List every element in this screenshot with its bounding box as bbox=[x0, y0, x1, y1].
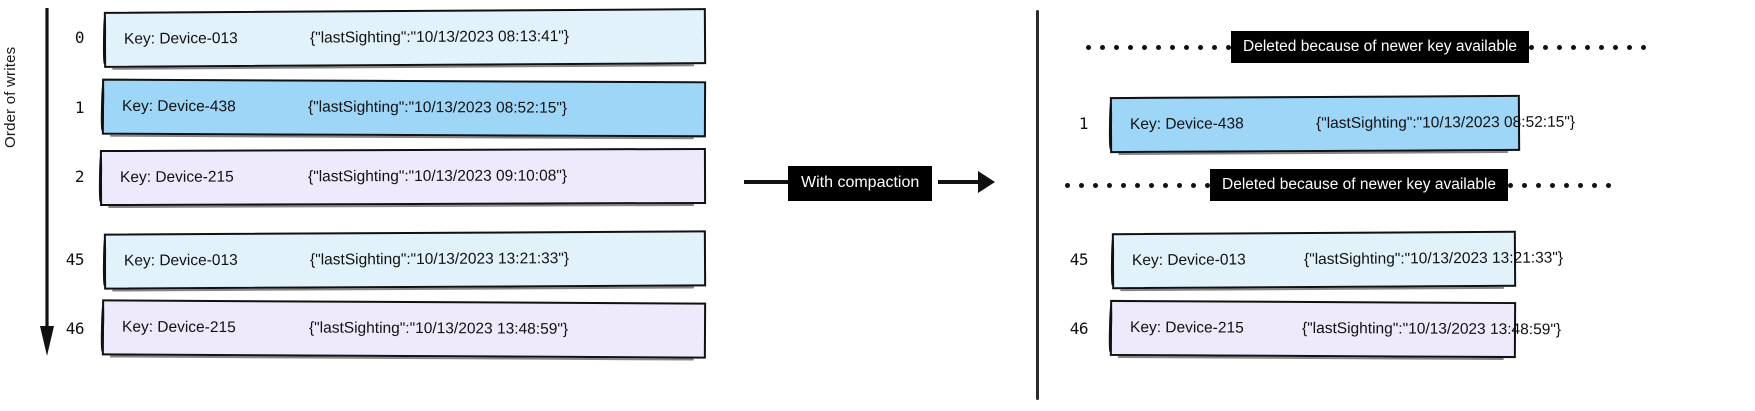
record-box[interactable]: Key: Device-438 {"lastSighting":"10/13/2… bbox=[1109, 94, 1575, 154]
deleted-banner: Deleted because of newer key available bbox=[1086, 30, 1647, 64]
record-key: Key: Device-013 bbox=[1131, 251, 1246, 270]
log-row: 46 Key: Device-215 {"lastSighting":"10/1… bbox=[0, 299, 1755, 359]
connector-line bbox=[744, 180, 796, 184]
record-key: Key: Device-013 bbox=[123, 30, 238, 48]
record-key: Key: Device-438 bbox=[1129, 115, 1244, 133]
log-row: 1 Key: Device-438 {"lastSighting":"10/13… bbox=[0, 94, 1755, 154]
row-index: 45 bbox=[65, 250, 85, 269]
row-index: 46 bbox=[1069, 319, 1089, 338]
log-row: 0 Key: Device-013 {"lastSighting":"10/13… bbox=[0, 8, 720, 68]
record-value: {"lastSighting":"10/13/2023 09:10:08"} bbox=[307, 167, 568, 186]
connector-line bbox=[938, 180, 984, 184]
dotted-line-left bbox=[1065, 170, 1210, 200]
row-index: 1 bbox=[1078, 114, 1089, 133]
down-arrow-icon bbox=[40, 8, 54, 356]
log-row: 45 Key: Device-013 {"lastSighting":"10/1… bbox=[0, 230, 720, 290]
deleted-label: Deleted because of newer key available bbox=[1210, 168, 1509, 202]
dotted-line-right bbox=[1529, 32, 1647, 62]
record-box[interactable]: Key: Device-013 {"lastSighting":"10/13/2… bbox=[1111, 230, 1563, 290]
record-value: {"lastSighting":"10/13/2023 08:52:15"} bbox=[1315, 113, 1576, 132]
log-row: 2 Key: Device-215 {"lastSighting":"10/13… bbox=[0, 147, 720, 207]
row-index: 2 bbox=[74, 167, 85, 186]
log-row: 1 Key: Device-438 {"lastSighting":"10/13… bbox=[0, 78, 720, 138]
row-index: 46 bbox=[65, 319, 85, 338]
record-value: {"lastSighting":"10/13/2023 13:48:59"} bbox=[1301, 319, 1562, 339]
record-key: Key: Device-215 bbox=[1129, 319, 1244, 337]
deleted-label: Deleted because of newer key available bbox=[1231, 30, 1530, 64]
panel-divider bbox=[1036, 10, 1039, 400]
dotted-line-right bbox=[1508, 170, 1612, 200]
record-box[interactable]: Key: Device-215 {"lastSighting":"10/13/2… bbox=[1109, 299, 1561, 359]
row-index: 1 bbox=[74, 98, 85, 117]
deleted-banner: Deleted because of newer key available bbox=[1065, 168, 1612, 202]
row-index: 45 bbox=[1069, 250, 1089, 269]
log-row: 46 Key: Device-215 {"lastSighting":"10/1… bbox=[0, 299, 720, 359]
log-row: 45 Key: Device-013 {"lastSighting":"10/1… bbox=[0, 230, 1755, 290]
record-value: {"lastSighting":"10/13/2023 08:13:41"} bbox=[309, 27, 570, 47]
row-index: 0 bbox=[74, 28, 85, 47]
record-box[interactable]: Key: Device-013 {"lastSighting":"10/13/2… bbox=[103, 8, 707, 68]
right-arrow-icon bbox=[978, 171, 995, 193]
with-compaction-label: With compaction bbox=[788, 166, 933, 201]
record-box[interactable]: Key: Device-215 {"lastSighting":"10/13/2… bbox=[99, 147, 707, 207]
record-value: {"lastSighting":"10/13/2023 13:21:33"} bbox=[1303, 249, 1564, 269]
dotted-line-left bbox=[1086, 32, 1231, 62]
record-key: Key: Device-215 bbox=[119, 168, 234, 186]
